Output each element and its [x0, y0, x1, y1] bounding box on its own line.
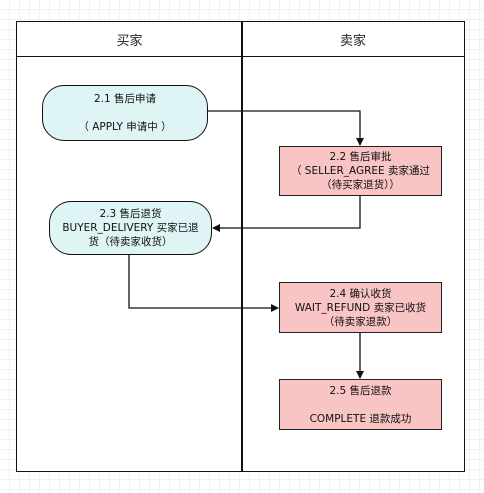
node-complete-status: COMPLETE 退款成功: [309, 412, 412, 425]
node-confirm-status: WAIT_REFUND 卖家已收货: [294, 301, 427, 314]
node-apply-status: （ APPLY 申请中 ）: [78, 121, 172, 133]
node-complete-title: 2.5 售后退款: [329, 384, 392, 397]
lane-header-seller: 卖家: [242, 22, 464, 57]
node-agree-note: （待买家退货））: [321, 179, 400, 191]
lane-divider: [241, 22, 243, 471]
node-buyer-delivery[interactable]: 2.3 售后退货 BUYER_DELIVERY 买家已退 货（待卖家收货）: [49, 201, 212, 255]
node-delivery-note: 货（待卖家收货）: [88, 236, 173, 248]
node-confirm-title: 2.4 确认收货: [329, 287, 392, 300]
lane-header-buyer: 买家: [17, 22, 242, 57]
node-agree-status: （ SELLER_AGREE 卖家通过: [290, 165, 431, 177]
node-apply-title: 2.1 售后申请: [93, 93, 157, 105]
node-agree-title: 2.2 售后审批: [329, 151, 392, 163]
node-complete[interactable]: 2.5 售后退款 COMPLETE 退款成功: [279, 379, 442, 430]
node-seller-agree[interactable]: 2.2 售后审批 （ SELLER_AGREE 卖家通过 （待买家退货））: [279, 146, 442, 196]
node-confirm-note: （待卖家退款）: [323, 315, 398, 328]
node-apply[interactable]: 2.1 售后申请 （ APPLY 申请中 ）: [42, 85, 208, 141]
node-delivery-status: BUYER_DELIVERY 买家已退: [62, 222, 199, 234]
node-wait-refund[interactable]: 2.4 确认收货 WAIT_REFUND 卖家已收货 （待卖家退款）: [279, 282, 442, 333]
node-delivery-title: 2.3 售后退货: [99, 208, 162, 220]
